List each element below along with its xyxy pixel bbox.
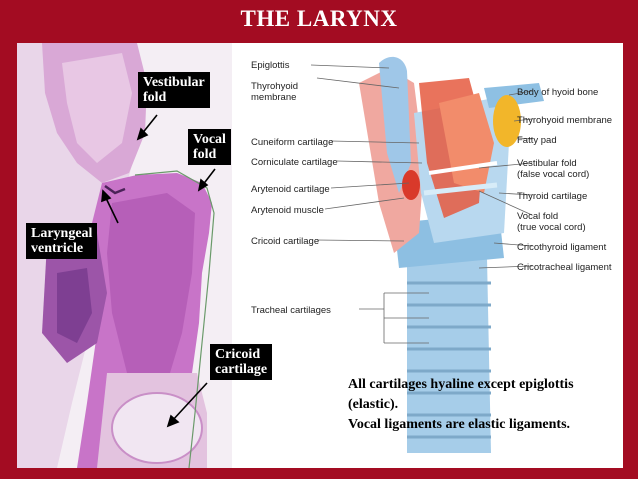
label-fatty-pad: Fatty pad [517, 135, 557, 146]
label-vestibular-fold: Vestibular fold [138, 72, 210, 108]
note-line-2: Vocal ligaments are elastic ligaments. [348, 417, 571, 432]
label-vocal-fold-diagram: Vocal fold (true vocal cord) [517, 211, 586, 233]
content-panel: Vestibular fold Vocal fold Laryngeal ven… [17, 43, 623, 468]
label-body-of-hyoid-bone: Body of hyoid bone [517, 87, 599, 98]
label-corniculate-cartilage: Corniculate cartilage [251, 157, 338, 168]
label-arytenoid-cartilage: Arytenoid cartilage [251, 184, 330, 195]
label-vocal-fold: Vocal fold [188, 129, 231, 165]
label-thyrohyoid-membrane-right: Thyrohyoid membrane [517, 115, 613, 126]
label-cricothyroid-ligament: Cricothyroid ligament [517, 242, 607, 253]
label-cricoid-cartilage-diagram: Cricoid cartilage [251, 236, 320, 247]
label-cuneiform-cartilage: Cuneiform cartilage [251, 137, 334, 148]
cartilage-note: All cartilages hyaline except epiglottis… [348, 375, 588, 435]
label-vestibular-fold-diagram: Vestibular fold (false vocal cord) [517, 158, 590, 180]
label-cricoid-cartilage: Cricoid cartilage [210, 344, 273, 380]
label-thyroid-cartilage: Thyroid cartilage [517, 191, 588, 202]
slide-title: THE LARYNX [240, 6, 398, 31]
larynx-illustration [310, 56, 544, 453]
label-laryngeal-ventricle: Laryngeal ventricle [26, 223, 98, 259]
label-thyrohyoid-membrane-left: Thyrohyoid membrane [251, 81, 298, 103]
label-tracheal-cartilages: Tracheal cartilages [251, 305, 331, 316]
label-arytenoid-muscle: Arytenoid muscle [251, 205, 324, 216]
label-epiglottis: Epiglottis [251, 60, 290, 71]
label-cricotracheal-ligament: Cricotracheal ligament [517, 262, 612, 273]
note-line-1: All cartilages hyaline except epiglottis… [348, 377, 574, 412]
